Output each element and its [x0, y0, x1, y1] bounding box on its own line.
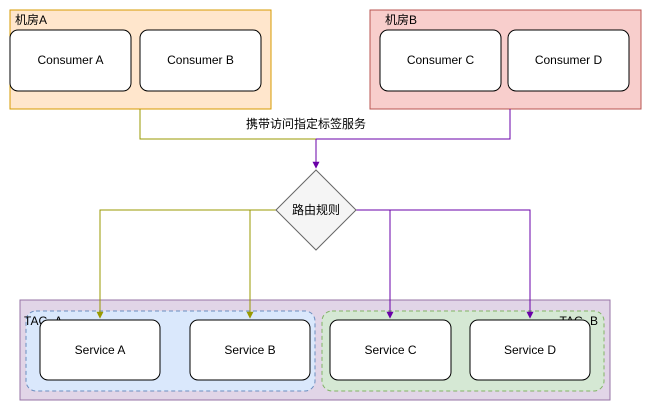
- consumer-c-label: Consumer C: [407, 53, 475, 67]
- consumer-a-label: Consumer A: [37, 53, 103, 67]
- consumer-d-label: Consumer D: [535, 53, 603, 67]
- edge-label: 携带访问指定标签服务: [246, 116, 366, 131]
- consumer-c-box[interactable]: [379, 29, 502, 92]
- room-b-label: 机房B: [385, 12, 417, 27]
- tag-b-group: TAG_B Service C Service D: [321, 310, 605, 392]
- router-diamond[interactable]: [275, 169, 357, 251]
- consumer-b-box[interactable]: [139, 29, 262, 92]
- service-a-box[interactable]: [39, 319, 161, 381]
- consumer-b-label: Consumer B: [167, 53, 234, 67]
- room-b-connector-line: [316, 109, 511, 140]
- tag-a-group: TAG_A Service A Service B: [24, 310, 316, 392]
- service-d-label: Service D: [504, 343, 556, 357]
- service-b-box[interactable]: [189, 319, 311, 381]
- route-to-service-d: [390, 209, 534, 319]
- service-b-label: Service B: [224, 343, 275, 357]
- room-a-connector-line: [139, 109, 316, 140]
- room-b-group: 机房B Consumer C Consumer D: [369, 9, 642, 110]
- edge-label-bg: [240, 117, 392, 133]
- router-group: 路由规则: [275, 169, 357, 251]
- service-a-label: Service A: [75, 343, 126, 357]
- consumer-d-box[interactable]: [507, 29, 630, 92]
- room-a-group: 机房A Consumer A Consumer B: [9, 9, 272, 110]
- router-label: 路由规则: [292, 202, 340, 217]
- service-c-label: Service C: [364, 343, 416, 357]
- service-d-box[interactable]: [469, 319, 591, 381]
- route-to-service-a: [96, 209, 276, 319]
- consumer-a-box[interactable]: [9, 29, 132, 92]
- top-connector: 携带访问指定标签服务: [139, 109, 511, 169]
- service-c-box[interactable]: [329, 319, 452, 381]
- routing-edges: [96, 209, 534, 319]
- room-a-label: 机房A: [15, 12, 47, 27]
